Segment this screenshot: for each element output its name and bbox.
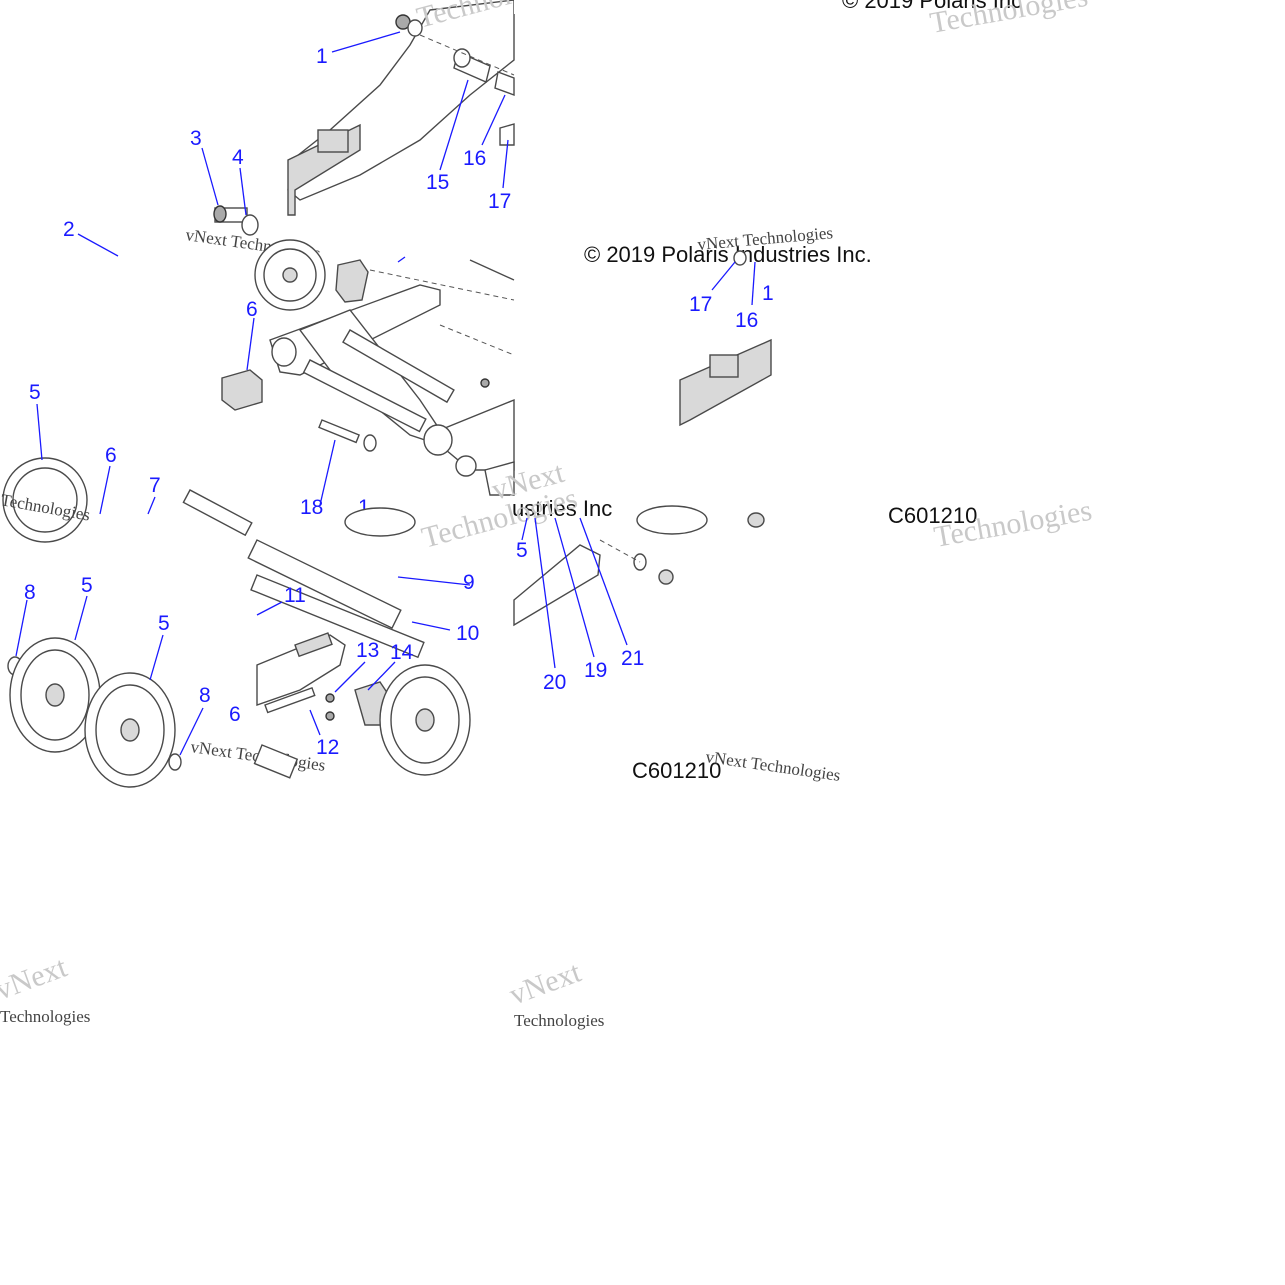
shaft-10 (250, 574, 425, 659)
callout-20: 20 (543, 671, 566, 694)
bushing-17 (499, 123, 515, 146)
code-right: C601210 (888, 503, 977, 528)
callout-1-right: 1 (762, 282, 774, 305)
bushing-16 (494, 71, 515, 97)
pivot-block-top (335, 259, 369, 303)
nut-right (658, 569, 674, 585)
code-bottom: C601210 (632, 758, 721, 783)
callout-7: 7 (149, 474, 161, 497)
callout-8-left: 8 (24, 581, 36, 604)
callout-18: 18 (300, 496, 323, 519)
callout-14: 14 (390, 641, 414, 664)
callout-10: 10 (456, 622, 479, 645)
bushing-right (733, 250, 747, 266)
rail-fragment-right (513, 544, 601, 627)
callout-2: 2 (63, 218, 75, 241)
callout-15: 15 (426, 171, 449, 194)
callout-6-center: 6 (246, 298, 258, 321)
callout-17-top: 17 (488, 190, 511, 213)
tile-right-middle: © 2019 Polaris Industries Inc. 17 16 1 v… (584, 223, 872, 427)
callout-11: 11 (284, 584, 306, 607)
callout-4: 4 (232, 146, 244, 169)
shaft-9 (247, 539, 402, 630)
cross-shaft-1 (342, 329, 455, 404)
callout-19: 19 (584, 659, 607, 682)
pivot-block-6 (221, 369, 263, 411)
callout-3: 3 (190, 127, 202, 150)
bushing-bottom (253, 744, 299, 779)
bolt-12 (264, 687, 316, 714)
callout-6-left: 6 (105, 444, 117, 467)
rail-block (317, 129, 349, 153)
callout-16-top: 16 (463, 147, 486, 170)
callout-5b: 5 (158, 612, 170, 635)
callout-6-bottom: 6 (229, 703, 241, 726)
callout-1-center: 1 (358, 496, 370, 519)
watermark-fragment-low-mid-2: Technologies (514, 1011, 604, 1030)
washer-1 (407, 19, 423, 37)
wheel-fragment-right (636, 505, 708, 535)
tile-top-left: 1 15 16 17 3 4 2 vNext Technologies Tech… (63, 0, 576, 263)
copyright-top-fragment: © 2019 Polaris Inc (842, 0, 1022, 13)
bushing-center (484, 461, 515, 496)
watermark-techno-top-right: Technologies (927, 0, 1090, 40)
washer-center (363, 434, 377, 452)
callout-5-left: 5 (29, 381, 41, 404)
watermark-fragment-low-left-2: Technologies (0, 1007, 90, 1026)
rail-bracket (256, 634, 346, 706)
wheel-fragment-top (344, 507, 416, 537)
tile-center: 6 18 1 vNext (221, 239, 568, 519)
washer-4 (241, 214, 259, 236)
callout-21: 21 (621, 647, 644, 670)
callout-16-right: 16 (735, 309, 758, 332)
snap-ring-8-right (168, 753, 182, 771)
axle-7 (182, 489, 253, 537)
slide-rail-right (679, 338, 772, 427)
copyright-middle-fragment: ustries Inc (512, 496, 612, 521)
tile-left-middle: 5 6 7 Technologies (0, 381, 253, 543)
callout-5a: 5 (81, 574, 93, 597)
bolt-18 (318, 419, 360, 444)
callout-17-right: 17 (689, 293, 712, 316)
callout-1-top: 1 (316, 45, 328, 68)
callout-8-right: 8 (199, 684, 211, 707)
tile-bottom-right: 5 20 19 21 C601210 vNext Technologies (513, 505, 842, 785)
swing-arm-body (298, 309, 515, 471)
callout-12: 12 (316, 736, 339, 759)
cross-shaft-2 (302, 359, 427, 433)
copyright-middle: © 2019 Polaris Industries Inc. (584, 242, 872, 267)
callout-13: 13 (356, 639, 379, 662)
callout-9: 9 (463, 571, 475, 594)
nut-far-right (747, 512, 765, 528)
tile-bottom-center: 9 10 11 13 14 12 ustries Inc Technologie… (247, 482, 612, 779)
callout-5-right: 5 (516, 539, 528, 562)
